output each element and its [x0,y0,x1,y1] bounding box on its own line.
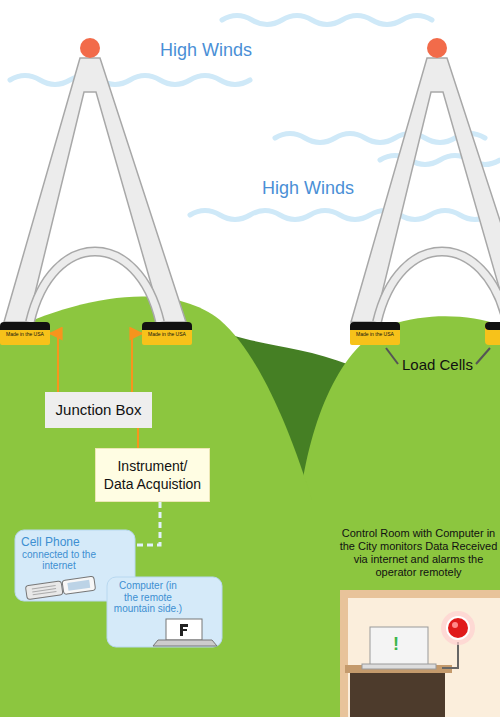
load-cell: Made in the USA [0,322,50,345]
control-room-part [345,665,452,673]
control-room-part [348,598,500,717]
instrument-box: Instrument/ Data Acquistion [95,448,210,502]
control-room-part [362,664,436,669]
tower-left [4,38,186,322]
hills [0,296,500,717]
wind-waves-part [275,134,485,143]
wind-label: High Winds [262,178,354,199]
load-cell-cut-part [485,322,500,330]
cell-phone-icon-part [32,586,57,595]
control-room-part [452,622,458,628]
wind-waves-part [222,16,432,25]
load-cell-cut-part [485,322,500,345]
alarm-symbol: ! [393,634,399,655]
cell-phone-icon [25,576,95,599]
computer-panel: Computer (in the remote mountain side.) [107,577,222,647]
control-room-part [441,611,475,645]
tower-right-part [377,252,500,323]
connector [137,428,139,448]
leader-lines-part [386,348,398,364]
tower-right-part [427,38,447,58]
control-room-part [340,590,500,717]
control-room-part [442,642,458,668]
hills-part [0,560,500,717]
tower-right [351,38,500,322]
load-cell: Made in the USA [350,322,400,345]
wind-label: High Winds [160,40,252,61]
tower-left-part [30,252,160,323]
control-room-part [350,673,445,717]
tower-left-part [80,38,100,58]
junction-box: Junction Box [45,392,152,428]
wind-waves-part [190,211,490,220]
device-panels-part [107,577,222,647]
tower-left-part [30,252,160,323]
tower-right-part [351,58,500,322]
cell-phone-icon-part [62,576,96,594]
device-panels [15,530,222,647]
load-cell: Made in the USA [142,322,192,345]
tower-right-part [377,252,500,323]
control-room-part [447,617,469,639]
cell-phone-icon-part [67,580,90,591]
maker-text: Made in the USA [142,330,192,337]
part-label: Load Cells [402,356,473,373]
laptop-icon-part [153,640,217,646]
control-room-part [370,627,428,665]
wind-waves-part [10,76,250,85]
node-text: Junction Box [50,401,148,419]
connector [50,334,58,393]
wind-waves [10,16,500,220]
control-room [340,590,500,717]
cell-phone-icon-part [25,581,63,600]
control-room: Control Room with Computer in the City m… [335,527,500,717]
leader-lines-part [476,348,490,364]
cell-phone-panel: Cell Phoneconnected to the internet [15,530,137,601]
node-text: Instrument/ Data Acquistion [96,457,209,493]
connector [132,334,142,393]
maker-text: Made in the USA [350,330,400,337]
laptop-icon-part [166,619,202,640]
laptop-icon [153,619,217,646]
node-text: Computer (in the remote mountain side.) [107,577,185,615]
node-text: Control Room with Computer in the City m… [335,527,500,579]
tower-left-part [4,58,186,322]
connector [137,502,160,545]
node-text: Cell Phone [15,530,137,549]
node-text: connected to the internet [15,549,97,571]
maker-text: Made in the USA [0,330,50,337]
load-cell-cut [485,322,500,345]
laptop-icon-part [180,624,188,636]
